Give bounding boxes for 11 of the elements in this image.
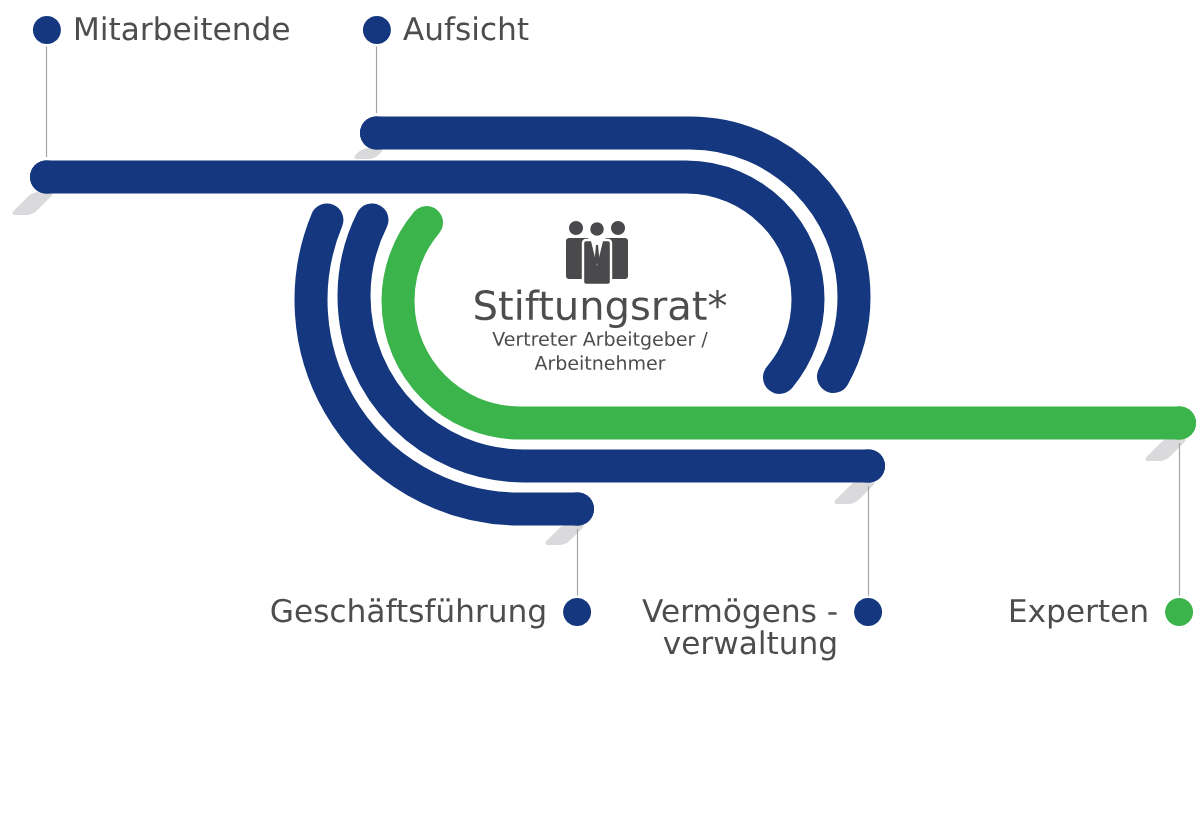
label: Mitarbeitende — [76, 16, 289, 41]
heading: Stiftungsrat* — [475, 289, 727, 329]
label: Geschäftsführung — [271, 598, 545, 629]
curved-band — [381, 206, 1196, 440]
curved-band — [360, 116, 871, 393]
label: Experten — [1010, 599, 1147, 629]
label: Vermögens - verwaltung — [642, 598, 837, 661]
label: Aufsicht — [403, 16, 529, 41]
subtitle: Vertreter Arbeitgeber / Arbeitnehmer — [492, 331, 708, 371]
curved-band — [337, 203, 885, 483]
curved-band — [30, 160, 825, 394]
